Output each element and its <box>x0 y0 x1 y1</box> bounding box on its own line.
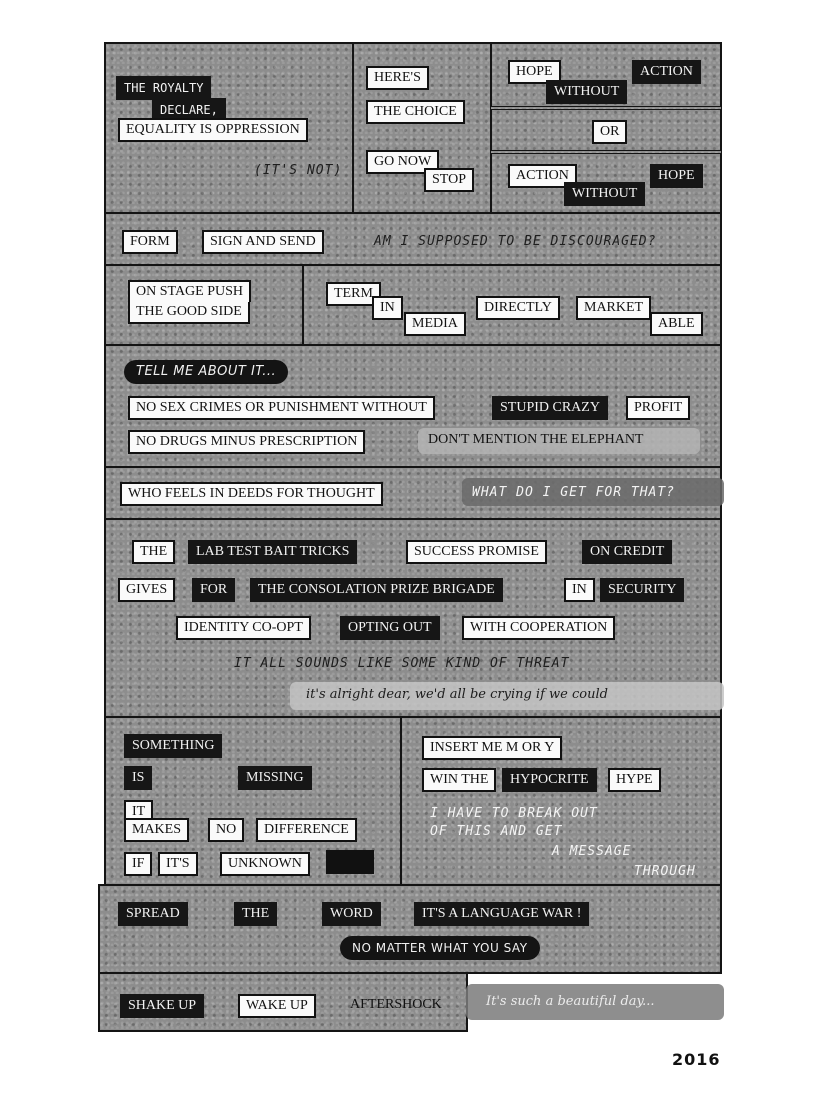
label-no: NO <box>208 818 245 842</box>
text-what-do-i-get: WHAT DO I GET FOR THAT? <box>472 485 676 500</box>
label-something: SOMETHING <box>124 734 223 758</box>
label-action: ACTION <box>632 60 701 84</box>
label-hope-2: HOPE <box>650 164 703 188</box>
label-for: FOR <box>192 578 236 602</box>
label-insert-memory: INSERT ME M OR Y <box>422 736 563 760</box>
label-shake-up: SHAKE UP <box>120 994 205 1018</box>
label-without-2: WITHOUT <box>564 182 646 206</box>
label-win-the: WIN THE <box>422 768 497 792</box>
text-break-out-4: THROUGH <box>634 864 696 879</box>
label-lab-test-bait-tricks: LAB TEST BAIT TRICKS <box>188 540 358 564</box>
label-the-choice: THE CHOICE <box>366 100 465 124</box>
label-the-royalty: THE ROYALTY <box>116 76 212 100</box>
label-hypocrite: HYPOCRITE <box>502 768 597 792</box>
label-success-promise: SUCCESS PROMISE <box>406 540 547 564</box>
label-missing: MISSING <box>238 766 312 790</box>
panel-hope-divider <box>490 106 722 110</box>
label-tell-me-about-it: TELL ME ABOUT IT... <box>124 360 289 384</box>
label-consolation-prize: THE CONSOLATION PRIZE BRIGADE <box>250 578 503 602</box>
label-with-cooperation: WITH COOPERATION <box>462 616 616 640</box>
redaction-bar <box>326 850 374 874</box>
smear-what-do-i-get <box>462 478 724 506</box>
label-form: FORM <box>122 230 178 254</box>
label-heres: HERE'S <box>366 66 429 90</box>
label-stop: STOP <box>424 168 474 192</box>
label-sign-and-send: SIGN AND SEND <box>202 230 324 254</box>
label-without: WITHOUT <box>546 80 628 104</box>
label-term: TERM <box>326 282 381 306</box>
label-no-drugs: NO DRUGS MINUS PRESCRIPTION <box>128 430 366 454</box>
text-break-out-1: I HAVE TO BREAK OUT <box>430 806 598 821</box>
smear-beautiful-day <box>466 984 724 1020</box>
label-identity-co-opt: IDENTITY CO-OPT <box>176 616 311 640</box>
label-gives: GIVES <box>118 578 176 602</box>
text-beautiful-day: It's such a beautiful day... <box>486 994 655 1009</box>
label-opting-out: OPTING OUT <box>340 616 440 640</box>
label-word: WORD <box>322 902 381 926</box>
panel-hope-divider-2 <box>490 150 722 154</box>
label-directly: DIRECTLY <box>476 296 560 320</box>
text-break-out-2: OF THIS AND GET <box>430 824 563 839</box>
label-equality-is-oppression: EQUALITY IS OPPRESSION <box>118 118 308 142</box>
text-its-alright-dear: it's alright dear, we'd all be crying if… <box>306 687 608 702</box>
label-able: ABLE <box>650 312 703 336</box>
label-unknown: UNKNOWN <box>220 852 310 876</box>
text-aftershock: AFTERSHOCK <box>350 997 442 1012</box>
smear-elephant <box>418 428 700 454</box>
label-who-feels: WHO FEELS IN DEEDS FOR THOUGHT <box>120 482 383 506</box>
label-media: MEDIA <box>404 312 466 336</box>
label-if: IF <box>124 852 153 876</box>
label-the-2: THE <box>234 902 278 926</box>
label-hype: HYPE <box>608 768 661 792</box>
year-label: 2016 <box>672 1050 721 1069</box>
label-is: IS <box>124 766 153 790</box>
label-its: IT'S <box>158 852 198 876</box>
label-the-good-side: THE GOOD SIDE <box>128 302 250 324</box>
label-on-stage-push: ON STAGE PUSH <box>128 280 252 302</box>
label-wake-up: WAKE UP <box>238 994 316 1018</box>
label-stupid-crazy: STUPID CRAZY <box>492 396 608 420</box>
label-in: IN <box>372 296 403 320</box>
label-profit: PROFIT <box>626 396 691 420</box>
label-spread: SPREAD <box>118 902 188 926</box>
label-the: THE <box>132 540 176 564</box>
label-no-matter-what-you-say: NO MATTER WHAT YOU SAY <box>340 936 540 960</box>
label-or: OR <box>592 120 628 144</box>
panel-spread-the-word <box>98 884 722 974</box>
text-it-all-sounds: IT ALL SOUNDS LIKE SOME KIND OF THREAT <box>234 656 570 671</box>
label-language-war: IT'S A LANGUAGE WAR ! <box>414 902 590 926</box>
label-no-sex-crimes: NO SEX CRIMES OR PUNISHMENT WITHOUT <box>128 396 435 420</box>
smear-alright <box>290 682 724 710</box>
text-dont-mention-elephant: DON'T MENTION THE ELEPHANT <box>428 432 644 447</box>
label-difference: DIFFERENCE <box>256 818 357 842</box>
text-its-not: (IT'S NOT) <box>254 163 343 178</box>
label-security: SECURITY <box>600 578 685 602</box>
label-in-2: IN <box>564 578 595 602</box>
text-am-i-supposed: AM I SUPPOSED TO BE DISCOURAGED? <box>374 234 657 249</box>
label-on-credit: ON CREDIT <box>582 540 673 564</box>
text-break-out-3: A MESSAGE <box>552 844 632 859</box>
label-makes: MAKES <box>124 818 190 842</box>
label-market: MARKET <box>576 296 652 320</box>
